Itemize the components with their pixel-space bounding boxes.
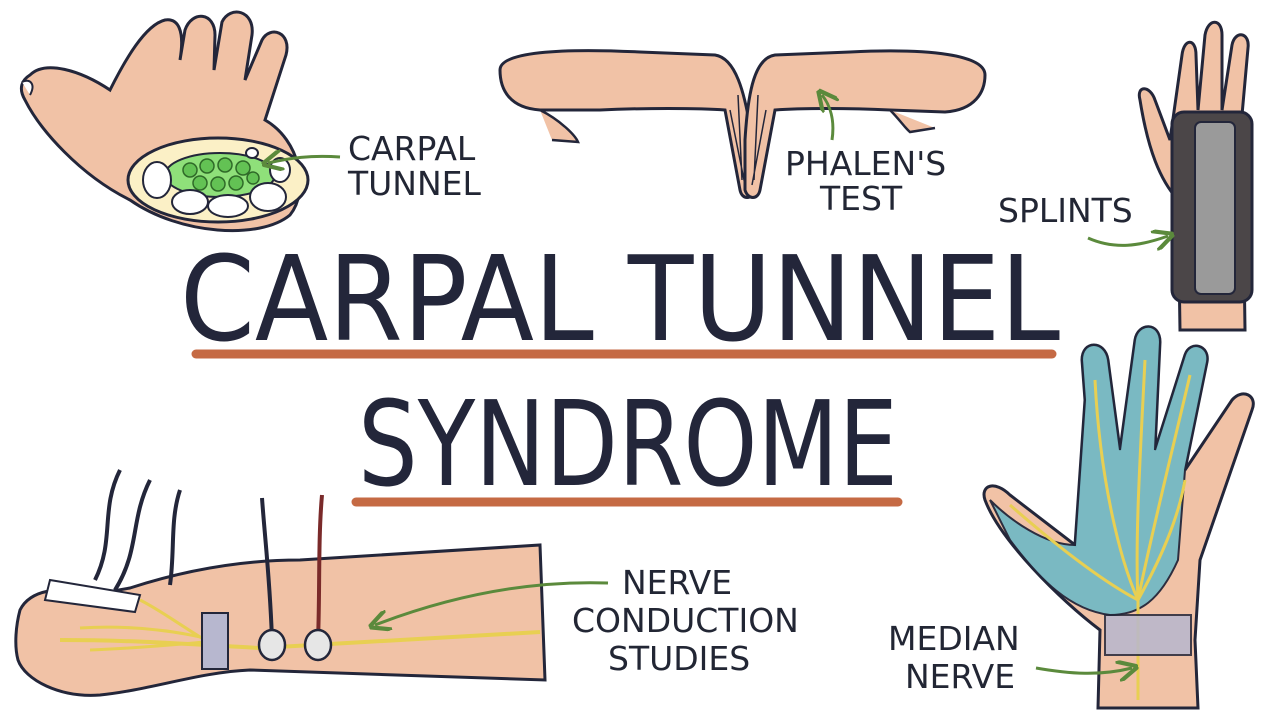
right-forearm bbox=[743, 49, 987, 199]
title-line-2: SYNDROME bbox=[358, 375, 898, 513]
median-wrist-band bbox=[1104, 614, 1192, 656]
label-conduction: CONDUCTION bbox=[572, 601, 799, 640]
label-studies: STUDIES bbox=[608, 639, 750, 678]
title-line-1: CARPAL TUNNEL bbox=[180, 230, 1060, 368]
nerve-conduction-illustration: NERVE CONDUCTION STUDIES bbox=[14, 469, 799, 697]
electrode-pads bbox=[257, 628, 333, 662]
splint-plate bbox=[1194, 121, 1236, 295]
wrist-band bbox=[201, 612, 229, 670]
splints-arrow bbox=[1087, 236, 1168, 245]
thumbnail bbox=[21, 79, 34, 96]
label-nerve: NERVE bbox=[622, 563, 732, 602]
median-nerve-illustration: MEDIAN NERVE bbox=[888, 325, 1255, 710]
label-tunnel: TUNNEL bbox=[347, 164, 482, 203]
label-phalens: PHALEN'S bbox=[785, 144, 946, 183]
splint-illustration: SPLINTS bbox=[998, 20, 1254, 332]
label-carpal: CARPAL bbox=[348, 129, 476, 168]
carpal-tunnel-arrow bbox=[268, 156, 341, 163]
nerve-branches bbox=[79, 598, 206, 652]
electrode-wires bbox=[93, 469, 324, 641]
median-sensory-area bbox=[989, 325, 1209, 617]
label-splints: SPLINTS bbox=[998, 191, 1133, 230]
fingers-lines bbox=[729, 94, 767, 186]
title-block: CARPAL TUNNEL SYNDROME bbox=[180, 230, 1060, 513]
nerve-conduction-arrow bbox=[375, 581, 609, 625]
finger-electrode-band bbox=[43, 578, 142, 614]
tendons bbox=[182, 157, 260, 192]
phalens-arrow bbox=[822, 95, 833, 141]
median-nerve-branches bbox=[1009, 359, 1192, 700]
left-forearm bbox=[498, 49, 757, 199]
carpal-tunnel-hand-illustration: CARPAL TUNNEL bbox=[19, 10, 482, 233]
label-median: MEDIAN bbox=[888, 619, 1020, 658]
label-median-nerve: NERVE bbox=[905, 657, 1015, 696]
median-nerve-arrow bbox=[1035, 668, 1132, 673]
label-test: TEST bbox=[819, 179, 903, 218]
left-elbow bbox=[539, 108, 580, 144]
phalens-test-illustration: PHALEN'S TEST bbox=[498, 49, 987, 218]
forearm-shape bbox=[14, 543, 547, 697]
right-elbow bbox=[889, 109, 936, 134]
